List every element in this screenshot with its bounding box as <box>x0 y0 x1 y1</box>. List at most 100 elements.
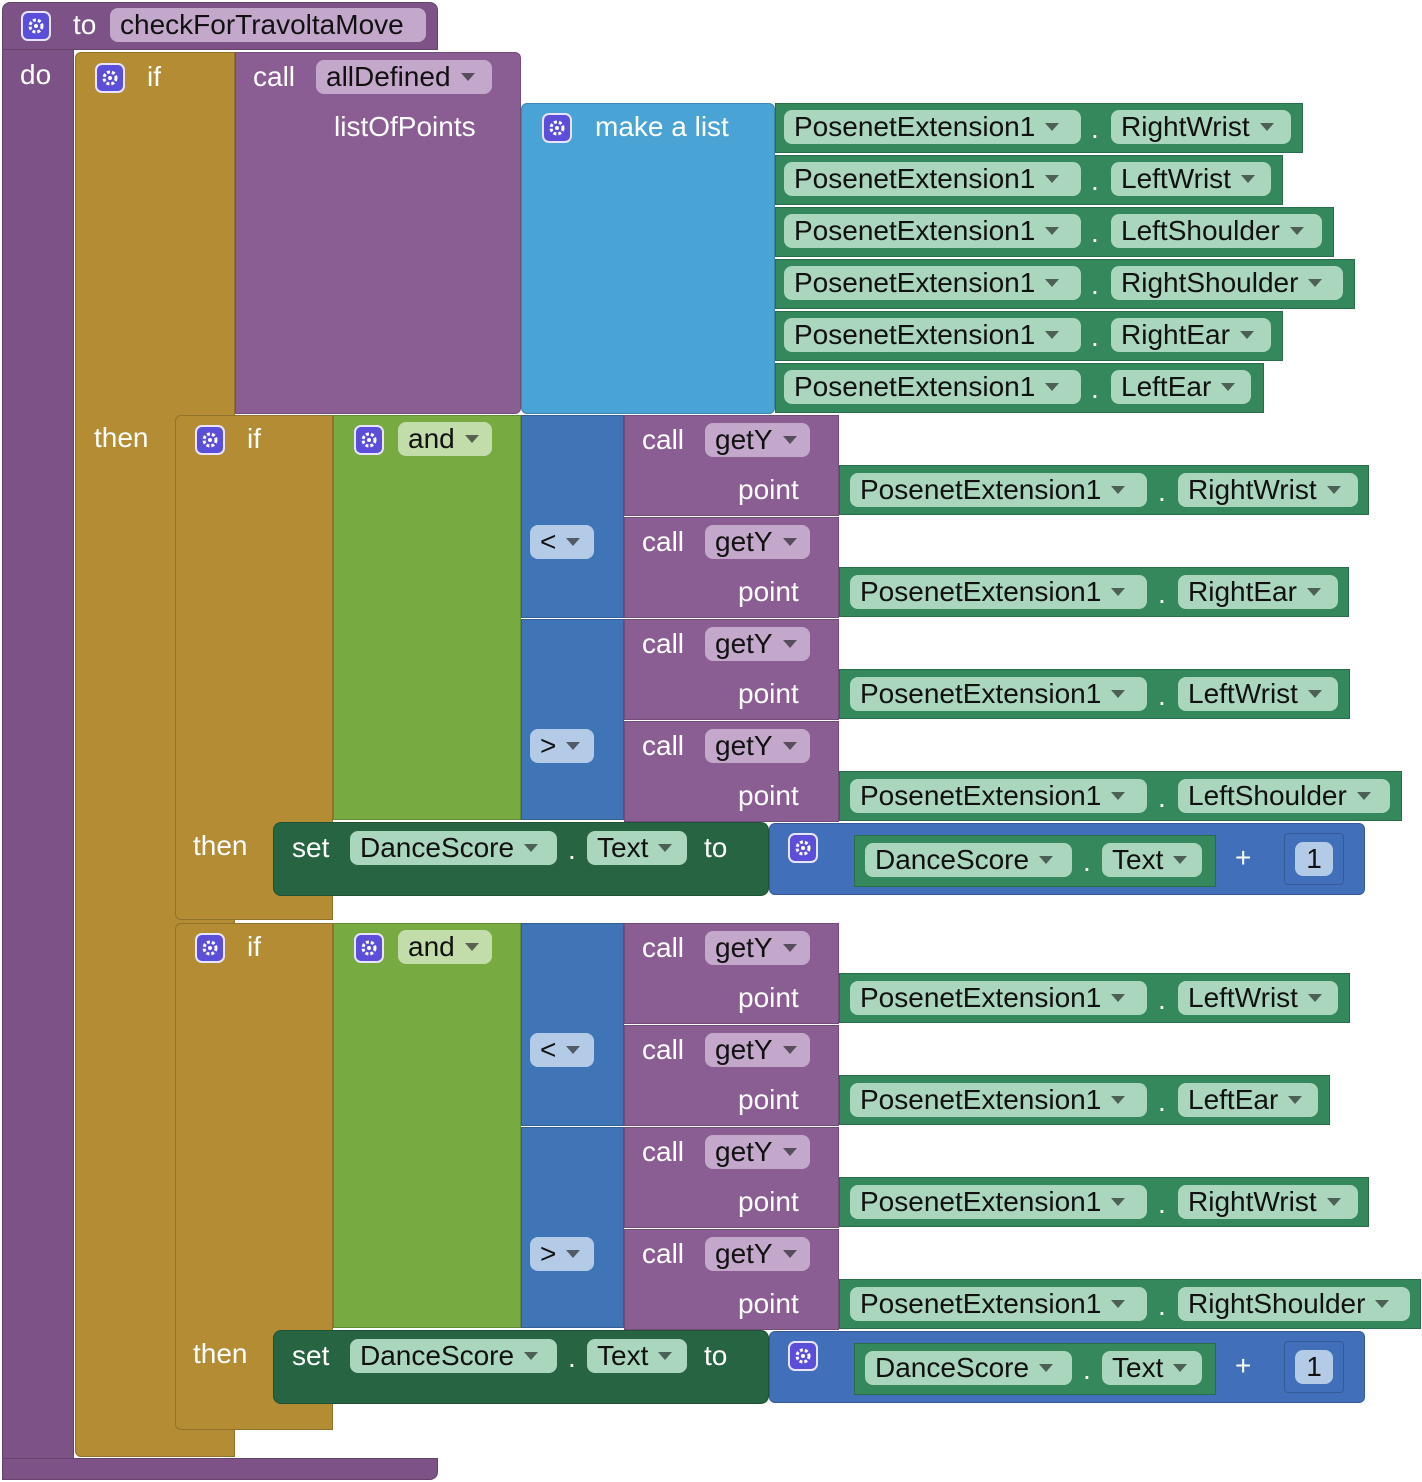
point-name-dropdown[interactable]: RightShoulder <box>1178 1287 1410 1321</box>
list-item-point-dropdown[interactable]: LeftEar <box>1111 370 1251 404</box>
point-name-dropdown[interactable]: LeftShoulder <box>1178 779 1390 813</box>
and-block[interactable] <box>333 415 521 820</box>
list-item-component-dropdown[interactable]: PosenetExtension1 <box>784 318 1081 352</box>
gety-dropdown[interactable]: getY <box>705 729 810 763</box>
list-item-component-dropdown[interactable]: PosenetExtension1 <box>784 370 1081 404</box>
point-component-dropdown[interactable]: PosenetExtension1 <box>850 1287 1147 1321</box>
number-field[interactable]: 1 <box>1295 842 1333 876</box>
and-dropdown[interactable]: and <box>398 422 492 456</box>
compare-block[interactable] <box>521 619 624 820</box>
set-property-dropdown[interactable]: Text <box>587 831 687 865</box>
inner-if-gear-icon[interactable] <box>195 425 225 455</box>
point-name: RightShoulder <box>1188 1288 1366 1319</box>
list-item-component-dropdown[interactable]: PosenetExtension1 <box>784 266 1081 300</box>
getter-property-dropdown[interactable]: Text <box>1102 1351 1202 1385</box>
list-item-component-dropdown[interactable]: PosenetExtension1 <box>784 162 1081 196</box>
list-item-component-name: PosenetExtension1 <box>794 371 1036 402</box>
gety-dropdown[interactable]: getY <box>705 627 810 661</box>
getter-component-name: DanceScore <box>875 1352 1030 1383</box>
gety-dropdown[interactable]: getY <box>705 1033 810 1067</box>
gety-func: getY <box>715 1034 773 1065</box>
outer-if-gear-icon[interactable] <box>95 63 125 93</box>
point-name-dropdown[interactable]: RightWrist <box>1178 1185 1358 1219</box>
dot-separator: . <box>1083 846 1091 877</box>
chevron-down-icon <box>1239 331 1254 339</box>
point-name-dropdown[interactable]: LeftWrist <box>1178 981 1338 1015</box>
compare-op-dropdown[interactable]: > <box>530 1237 594 1271</box>
gety-dropdown[interactable]: getY <box>705 1135 810 1169</box>
point-component-dropdown[interactable]: PosenetExtension1 <box>850 779 1147 813</box>
gety-dropdown[interactable]: getY <box>705 931 810 965</box>
compare-block[interactable] <box>521 1127 624 1328</box>
chevron-down-icon <box>1307 690 1322 698</box>
number-field[interactable]: 1 <box>1295 1350 1333 1384</box>
chevron-down-icon <box>782 742 797 750</box>
gety-dropdown[interactable]: getY <box>705 525 810 559</box>
compare-op: < <box>540 1034 557 1065</box>
compare-block[interactable] <box>521 415 624 618</box>
list-item-point-dropdown[interactable]: RightWrist <box>1111 110 1291 144</box>
list-item-point-dropdown[interactable]: RightEar <box>1111 318 1271 352</box>
inner-if-gear-icon[interactable] <box>195 933 225 963</box>
make-list-block[interactable] <box>521 103 775 414</box>
point-component-dropdown[interactable]: PosenetExtension1 <box>850 677 1147 711</box>
alldefined-dropdown[interactable]: allDefined <box>316 60 492 94</box>
procedure-name-field[interactable]: checkForTravoltaMove <box>110 8 426 42</box>
gety-dropdown[interactable]: getY <box>705 423 810 457</box>
set-component-dropdown[interactable]: DanceScore <box>350 1339 557 1373</box>
chevron-down-icon <box>782 640 797 648</box>
chevron-down-icon <box>1039 856 1054 864</box>
compare-op-dropdown[interactable]: > <box>530 729 594 763</box>
point-name-dropdown[interactable]: LeftEar <box>1178 1083 1318 1117</box>
point-component-dropdown[interactable]: PosenetExtension1 <box>850 473 1147 507</box>
compare-block[interactable] <box>521 923 624 1126</box>
point-name-dropdown[interactable]: RightEar <box>1178 575 1338 609</box>
add-gear-icon[interactable] <box>788 833 818 863</box>
point-component-dropdown[interactable]: PosenetExtension1 <box>850 1185 1147 1219</box>
point-component-name: PosenetExtension1 <box>860 982 1102 1013</box>
point-component-dropdown[interactable]: PosenetExtension1 <box>850 1083 1147 1117</box>
compare-op-dropdown[interactable]: < <box>530 1033 594 1067</box>
list-item-point-name: LeftWrist <box>1121 163 1231 194</box>
getter-component-dropdown[interactable]: DanceScore <box>865 843 1072 877</box>
list-item-component-dropdown[interactable]: PosenetExtension1 <box>784 214 1081 248</box>
chevron-down-icon <box>1173 1364 1188 1372</box>
inner-then-label: then <box>193 830 248 861</box>
gety-dropdown[interactable]: getY <box>705 1237 810 1271</box>
getter-component-dropdown[interactable]: DanceScore <box>865 1351 1072 1385</box>
add-gear-icon[interactable] <box>788 1341 818 1371</box>
make-list-label: make a list <box>595 111 729 142</box>
chevron-down-icon <box>524 1352 539 1360</box>
chevron-down-icon <box>782 436 797 444</box>
compare-op-dropdown[interactable]: < <box>530 525 594 559</box>
dot-separator: . <box>1158 680 1166 711</box>
call-alldefined-label: call <box>253 61 296 92</box>
set-component-dropdown[interactable]: DanceScore <box>350 831 557 865</box>
list-item-point-dropdown[interactable]: LeftWrist <box>1111 162 1271 196</box>
list-item-component-dropdown[interactable]: PosenetExtension1 <box>784 110 1081 144</box>
point-name-dropdown[interactable]: RightWrist <box>1178 473 1358 507</box>
and-gear-icon[interactable] <box>354 933 384 963</box>
set-component-name: DanceScore <box>360 832 515 863</box>
point-name-dropdown[interactable]: LeftWrist <box>1178 677 1338 711</box>
dot-separator: . <box>1158 1290 1166 1321</box>
point-component-dropdown[interactable]: PosenetExtension1 <box>850 575 1147 609</box>
set-property-dropdown[interactable]: Text <box>587 1339 687 1373</box>
call-alldefined-block[interactable] <box>235 52 521 414</box>
getter-property-dropdown[interactable]: Text <box>1102 843 1202 877</box>
compare-op: > <box>540 1238 557 1269</box>
and-block[interactable] <box>333 923 521 1328</box>
dot-separator: . <box>1091 373 1099 404</box>
point-component-dropdown[interactable]: PosenetExtension1 <box>850 981 1147 1015</box>
gety-func: getY <box>715 628 773 659</box>
list-item-point-dropdown[interactable]: RightShoulder <box>1111 266 1343 300</box>
list-item-point-dropdown[interactable]: LeftShoulder <box>1111 214 1322 248</box>
and-dropdown[interactable]: and <box>398 930 492 964</box>
procedure-gear-icon[interactable] <box>21 11 51 41</box>
and-gear-icon[interactable] <box>354 425 384 455</box>
chevron-down-icon <box>1045 383 1060 391</box>
alldefined-func-name: allDefined <box>326 61 451 92</box>
chevron-down-icon <box>1326 1198 1341 1206</box>
make-list-gear-icon[interactable] <box>542 113 572 143</box>
call-label: call <box>642 1238 685 1269</box>
